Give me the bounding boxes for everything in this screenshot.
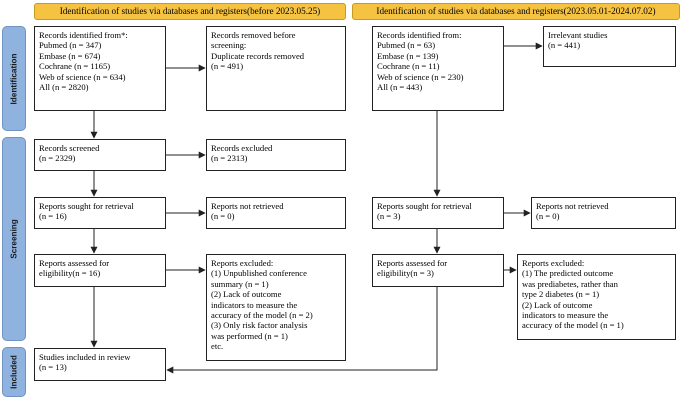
right-reports-excluded-box: Reports excluded:(1) The predicted outco… — [517, 254, 676, 340]
box-text-line: Embase (n = 674) — [39, 50, 101, 61]
box-text-line: Web of science (n = 230) — [377, 71, 464, 82]
box-text-line: Pubmed (n = 347) — [39, 40, 102, 51]
left-reports-excluded-box: Reports excluded:(1) Unpublished confere… — [206, 254, 346, 361]
box-text-line: All (n = 2820) — [39, 82, 89, 93]
box-text-line: (n = 16) — [39, 211, 67, 222]
box-text-line: type 2 diabetes (n = 1) — [522, 289, 600, 300]
box-text-line: Records identified from: — [377, 30, 462, 40]
box-text-line: (2) Lack of outcome — [522, 299, 593, 310]
phase-included: Included — [2, 347, 26, 397]
box-text-line: Cochrane (n = 1165) — [39, 61, 111, 72]
box-text-line: Reports not retrieved — [536, 201, 609, 211]
box-text-line: eligibility(n = 16) — [39, 268, 101, 279]
left-records-identified-box: Records identified from*:Pubmed (n = 347… — [34, 26, 166, 111]
right-irrelevant-studies-box: Irrelevant studies(n = 441) — [543, 26, 676, 67]
box-text-line: All (n = 443) — [377, 82, 423, 93]
box-text-line: indicators to measure the — [522, 310, 609, 321]
box-text-line: Reports sought for retrieval — [377, 201, 472, 211]
box-text-line: Reports assessed for — [39, 258, 110, 268]
box-text-line: (n = 13) — [39, 362, 67, 373]
phase-identification: Identification — [2, 26, 26, 131]
box-text-line: screening: — [211, 40, 247, 51]
box-text-line: Records excluded — [211, 143, 273, 153]
box-text-line: (n = 2329) — [39, 153, 76, 164]
box-text-line: Reports excluded: — [211, 258, 274, 268]
left-studies-included-box: Studies included in review(n = 13) — [34, 348, 166, 381]
box-text-line: (2) Lack of outcome — [211, 289, 282, 300]
box-text-line: Studies included in review — [39, 352, 131, 362]
box-text-line: (1) The predicted outcome — [522, 268, 614, 279]
box-text-line: Reports sought for retrieval — [39, 201, 134, 211]
box-text-line: Web of science (n = 634) — [39, 71, 126, 82]
box-text-line: Cochrane (n = 11) — [377, 61, 440, 72]
box-text-line: Reports assessed for — [377, 258, 448, 268]
box-text-line: (3) Only risk factor analysis — [211, 320, 308, 331]
left-records-excluded-box: Records excluded(n = 2313) — [206, 139, 346, 171]
box-text-line: Reports not retrieved — [211, 201, 284, 211]
right-column-header: Identification of studies via databases … — [352, 3, 680, 20]
box-text-line: (n = 491) — [211, 61, 244, 72]
box-text-line: indicators to measure the — [211, 299, 298, 310]
box-text-line: etc. — [211, 341, 224, 352]
box-text-line: Duplicate records removed — [211, 50, 305, 61]
left-column-header: Identification of studies via databases … — [34, 3, 346, 20]
right-reports-sought-box: Reports sought for retrieval(n = 3) — [372, 197, 504, 229]
box-text-line: (n = 3) — [377, 211, 401, 222]
box-text-line: (n = 0) — [211, 211, 235, 222]
box-text-line: (1) Unpublished conference — [211, 268, 307, 279]
box-text-line: Embase (n = 139) — [377, 50, 439, 61]
box-text-line: Reports excluded: — [522, 258, 585, 268]
right-reports-not-retrieved-box: Reports not retrieved(n = 0) — [531, 197, 676, 229]
right-records-identified-box: Records identified from:Pubmed (n = 63)E… — [372, 26, 504, 111]
box-text-line: was performed (n = 1) — [211, 330, 288, 341]
box-text-line: Records identified from*: — [39, 30, 128, 40]
arrow-right-assessed-to-included — [166, 287, 438, 374]
phase-screening: Screening — [2, 137, 26, 341]
box-text-line: was prediabetes, rather than — [522, 278, 618, 289]
box-text-line: accuracy of the model (n = 1) — [522, 320, 624, 331]
box-text-line: (n = 441) — [548, 40, 581, 51]
box-text-line: eligibility(n = 3) — [377, 268, 434, 279]
box-text-line: (n = 2313) — [211, 153, 248, 164]
box-text-line: Irrelevant studies — [548, 30, 608, 40]
left-records-screened-box: Records screened(n = 2329) — [34, 139, 166, 171]
left-reports-sought-box: Reports sought for retrieval(n = 16) — [34, 197, 166, 229]
box-text-line: Pubmed (n = 63) — [377, 40, 436, 51]
box-text-line: summary (n = 1) — [211, 278, 269, 289]
box-text-line: Records screened — [39, 143, 100, 153]
box-text-line: accuracy of the model (n = 2) — [211, 310, 313, 321]
left-reports-not-retrieved-box: Reports not retrieved(n = 0) — [206, 197, 346, 229]
box-text-line: (n = 0) — [536, 211, 560, 222]
box-text-line: Records removed before — [211, 30, 296, 40]
